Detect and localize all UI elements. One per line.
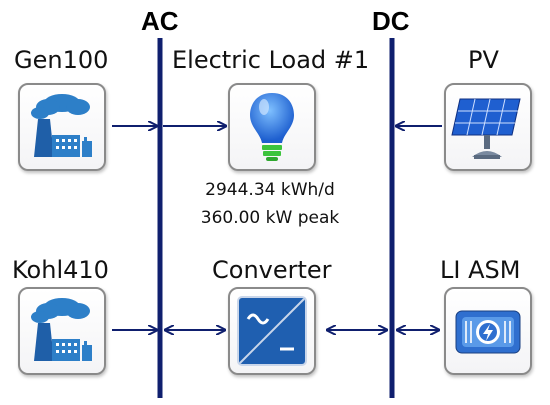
dc-bus-label: DC: [372, 6, 410, 36]
kohl410-label: Kohl410: [12, 256, 109, 284]
power-plant-icon: [31, 94, 92, 157]
converter-component[interactable]: [228, 287, 316, 375]
light-bulb-icon: [250, 93, 294, 161]
load-peak-value: 360.00 kW peak: [200, 208, 340, 228]
battery-label: LI ASM: [440, 256, 521, 284]
gen100-component[interactable]: [18, 83, 106, 171]
power-plant-icon: [31, 298, 92, 361]
load-energy-value: 2944.34 kWh/d: [205, 180, 335, 200]
converter-icon: [237, 296, 307, 366]
solar-panel-icon: [451, 98, 521, 159]
converter-label: Converter: [212, 256, 332, 284]
electric-load-component[interactable]: [228, 83, 316, 171]
electric-load-label: Electric Load #1: [172, 46, 370, 74]
battery-component[interactable]: [444, 287, 532, 375]
ac-bus-label: AC: [141, 6, 179, 36]
gen100-label: Gen100: [14, 46, 109, 74]
pv-label: PV: [468, 46, 499, 74]
kohl410-component[interactable]: [18, 287, 106, 375]
battery-icon: [455, 310, 521, 354]
pv-component[interactable]: [444, 83, 532, 171]
